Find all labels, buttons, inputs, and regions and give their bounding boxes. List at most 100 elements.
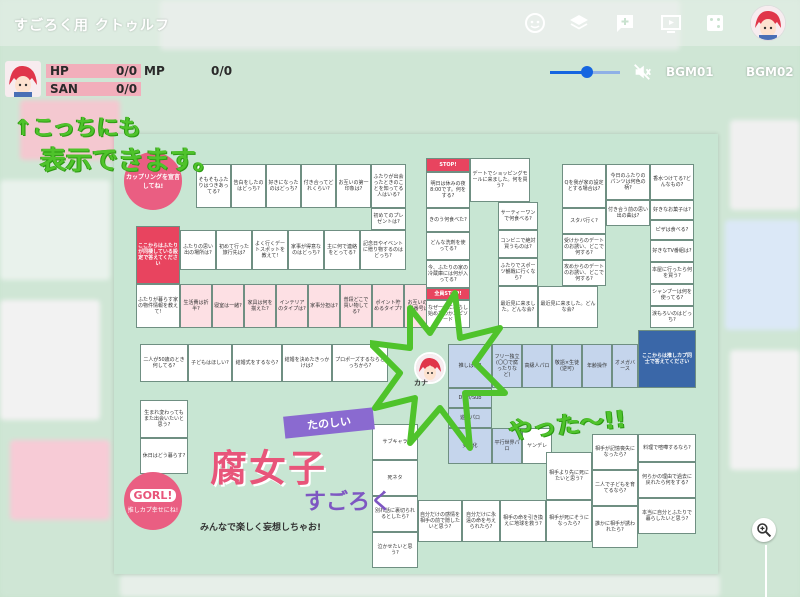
board-cell: 主に何で連絡をとってる?	[324, 230, 360, 270]
board-cell: 受けからのデートのお誘い、どこで何する?	[562, 234, 606, 260]
board-cell: 泣かせたいと思う?	[372, 532, 418, 568]
board-cell: コンビニで絶対買うものは?	[498, 230, 538, 258]
board-cell: 明日は休みの夜8:00です。何をする?	[426, 172, 470, 208]
board-cell: 敬語×生徒(逆可)	[552, 344, 582, 388]
board-cell: 今、ふたりの家の冷蔵庫には何が入ってる?	[426, 260, 470, 288]
board-cell: 相手の命を引き換えに地球を救う?	[500, 500, 546, 542]
mute-icon[interactable]	[632, 62, 652, 82]
add-comment-icon[interactable]	[614, 12, 636, 34]
board-cell: きのう何食べた?	[426, 208, 470, 232]
start-circle: カップリングを宣言してね!	[124, 152, 182, 210]
board-cell: 死ネタ	[372, 460, 418, 496]
user-avatar[interactable]	[750, 5, 786, 41]
board-cell: 子どもはほしい?	[188, 344, 232, 382]
board-cell: フリー独立(〇〇で腐ったりなど)	[492, 344, 522, 388]
board-cell: 最近見に来ました。どんな会?	[498, 286, 538, 328]
board-cell: 休日はどう暮らす?	[140, 438, 188, 474]
board-cell: 最近見に来ました。どんな会?	[538, 286, 598, 328]
board-cell: 本当に自分とふたりで暮らしたいと思う?	[638, 498, 696, 534]
goal-circle: GORL! 推しカプ幸せにね!	[124, 472, 182, 530]
hp-value: 0/0	[116, 64, 138, 78]
board-cell: ふたりでスポーツ観戦に行くなら?	[498, 258, 538, 286]
board-cell: 家事が得意なのはどっち?	[288, 230, 324, 270]
mp-label: MP	[144, 64, 165, 78]
san-bar	[46, 82, 141, 96]
board-cell: 高級人パロ	[522, 344, 552, 388]
board-cell: そもそもふたりはつきあってる?	[196, 164, 231, 208]
layers-icon[interactable]	[568, 12, 590, 34]
annotation-arrow-note: ↑こっちにも	[14, 116, 141, 141]
board-cell: 好きになったのはどっち?	[266, 164, 301, 208]
logo-title: 腐女子	[210, 446, 327, 490]
zoom-button[interactable]	[752, 518, 776, 542]
player-piece-label: カナ	[414, 379, 428, 387]
board-cell: プロポーズするならどっちから?	[332, 344, 388, 382]
board-cell: オメガバース	[612, 344, 638, 388]
dice-icon[interactable]	[524, 12, 546, 34]
board-cell: 香水つけてる?どんなもの?	[650, 164, 694, 200]
bgm-channel-1[interactable]: BGM01	[666, 65, 714, 79]
board-cell: お互いの第一印象は?	[336, 164, 371, 208]
logo-tagline: みんなで楽しく妄想しちゃお!	[200, 523, 322, 533]
board-cell: Qを我が家の設定とする場合は?	[562, 164, 606, 208]
board-cell: 平行世界パロ	[492, 428, 522, 464]
board-cell: 攻めからのデートのお誘い、どこで何する?	[562, 260, 606, 286]
bgm-channel-2[interactable]: BGM02	[746, 65, 794, 79]
board-cell: スタバ行く?	[562, 208, 606, 234]
board-cell: 今日のふたりのパンツは何色の柄?	[606, 164, 650, 200]
board-cell: 自分だけの感情を相手の前で隠したいと思う?	[418, 500, 462, 542]
hp-bar	[46, 64, 141, 78]
board-cell: 相手より先に死にたいと思う?	[546, 452, 592, 500]
board-cell: 家具は何を揃えた?	[244, 284, 276, 328]
board-cell: 告白をしたのはどっち?	[231, 164, 266, 208]
goal-text: 推しカプ幸せにね!	[127, 506, 179, 514]
board-cell: 何らかの理由で過去に戻れたら何をする?	[638, 462, 696, 498]
board-cell: シャンプーは何を使ってる?	[650, 284, 694, 306]
stop-cell: STOP!	[426, 158, 470, 172]
starburst-scribble-icon	[370, 290, 508, 451]
board-cell: 付き合ってどれくらい?	[301, 164, 336, 208]
board-cell: よく行くデートスポットを教えて!	[252, 230, 288, 270]
board-cell: サーティーワンで何食べる?	[498, 202, 538, 230]
volume-slider-knob[interactable]	[581, 66, 593, 78]
board-cell: ピザは食べる?	[650, 220, 694, 240]
logo-ribbon: たのしい	[283, 407, 375, 439]
board-cell: 好きなお菓子は?	[650, 200, 694, 220]
zoom-in-icon	[757, 523, 772, 538]
player-piece[interactable]	[414, 352, 446, 384]
board-cell: 別れ話に裏切られるとしたら?	[372, 496, 418, 532]
room-title: すごろく用 クトゥルフ	[14, 18, 170, 34]
board-cell: どんな洗剤を使ってる?	[426, 232, 470, 260]
board-cell: 自分だけに永遠の命を与えられたら?	[462, 500, 500, 542]
stop-cell: ここからはふたりが同棲している設定で答えてください	[136, 226, 180, 284]
board-cell: 本屋に行ったら何を買う?	[650, 262, 694, 284]
sugoroku-board[interactable]: カップリングを宣言してね! そもそもふたりはつきあってる? 告白をしたのはどっち…	[114, 134, 718, 574]
zoom-slider-track[interactable]	[765, 545, 767, 597]
character-status-panel: HP 0/0 MP 0/0 SAN 0/0	[0, 56, 260, 100]
stop-text: ここからは推しカプ同士で答えてください	[641, 353, 692, 365]
board-cell: ふたりが出会ったときのことを知ってる人はいる?	[371, 164, 406, 208]
board-cell: 好きなTV番組は?	[650, 240, 694, 262]
board-cell: ポイント貯めるタイプ?	[372, 284, 404, 328]
goal-label: GORL!	[129, 488, 177, 502]
board-cell: 結婚式をするなら?	[232, 344, 282, 382]
board-cell: ふたりが暮らす家の物件情報を教えて!	[136, 284, 180, 328]
dice-d6-icon[interactable]	[704, 12, 726, 34]
board-cell: 初めて行った旅行先は?	[216, 230, 252, 270]
board-cell: 料理で喧嘩するなら?	[638, 434, 696, 462]
stop-cell-blue: ここからは推しカプ同士で答えてください	[638, 330, 696, 388]
san-value: 0/0	[116, 82, 138, 96]
board-cell: デートでショッピングモールに来ました。何を買う?	[470, 158, 530, 202]
hp-label: HP	[50, 64, 69, 78]
volume-slider-fill	[550, 71, 586, 74]
video-icon[interactable]	[660, 12, 682, 34]
board-cell: ふたりの思い出の場所は?	[180, 230, 216, 270]
board-cell: 付き合う前の思い出の曲は?	[606, 200, 650, 226]
top-bar: すごろく用 クトゥルフ	[0, 0, 800, 46]
board-cell: 相手が死にそうになったら?	[546, 500, 592, 542]
character-icon[interactable]	[5, 61, 41, 97]
board-cell: 普段どこで買い物してる?	[340, 284, 372, 328]
board-cell: 家事分担は?	[308, 284, 340, 328]
board-cell: 二人が50歳のとき何してる?	[140, 344, 188, 382]
board-logo: たのしい 腐女子 すごろく みんなで楽しく妄想しちゃお!	[194, 402, 394, 552]
